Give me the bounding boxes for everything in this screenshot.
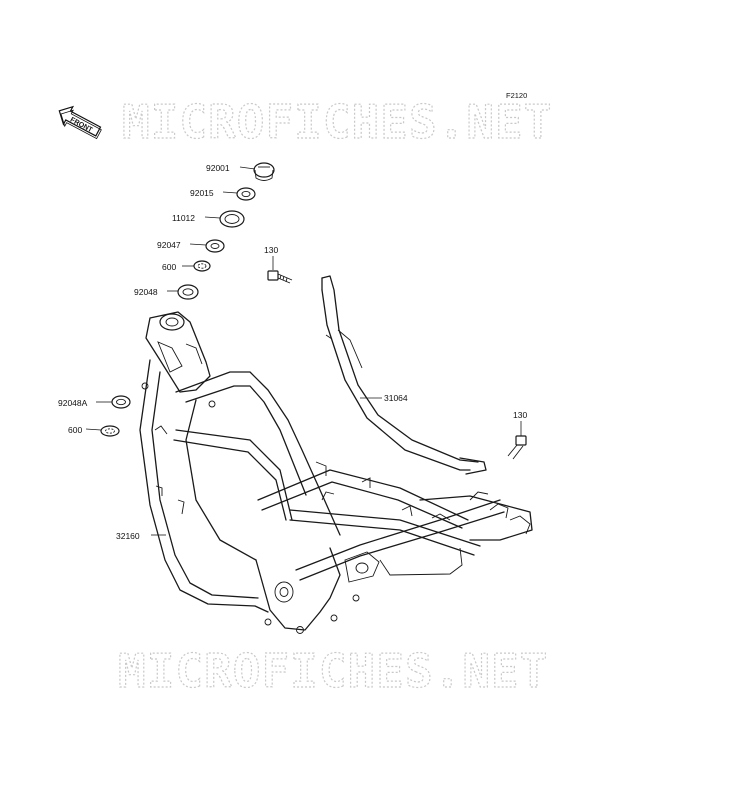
main-frame-32160 [139,311,533,634]
callout-11012: 11012 [172,213,195,223]
part-bearing-92048a [111,395,131,409]
front-arrow-icon: FRONT [58,105,102,140]
callout-92015: 92015 [190,188,214,198]
callout-92001: 92001 [206,163,230,173]
callout-31064: 31064 [384,393,408,403]
part-lockwasher-600-bottom [100,425,120,437]
figure-code: F2120 [506,91,527,100]
part-washer-92015 [236,187,256,201]
callout-130-lower: 130 [513,410,527,420]
watermark-top: MICROFICHES.NET [122,95,552,149]
callout-130-upper: 130 [264,245,278,255]
callout-600-top: 600 [162,262,176,272]
subframe-31064 [321,275,487,475]
callout-92048a: 92048A [58,398,88,408]
leader-lines [85,166,522,536]
part-bearing-92048 [177,284,199,300]
part-lockwasher-600-top [193,260,211,272]
part-grommet-11012 [219,210,245,228]
callout-92047: 92047 [157,240,181,250]
part-cap-92001 [253,162,275,181]
callout-600-bottom: 600 [68,425,82,435]
part-bolt-130-lower [507,435,527,460]
callout-32160: 32160 [116,531,140,541]
part-bolt-130-upper [267,270,293,284]
watermark-bottom: MICROFICHES.NET [118,644,548,698]
callout-92048: 92048 [134,287,158,297]
part-washer-92047 [205,239,225,253]
